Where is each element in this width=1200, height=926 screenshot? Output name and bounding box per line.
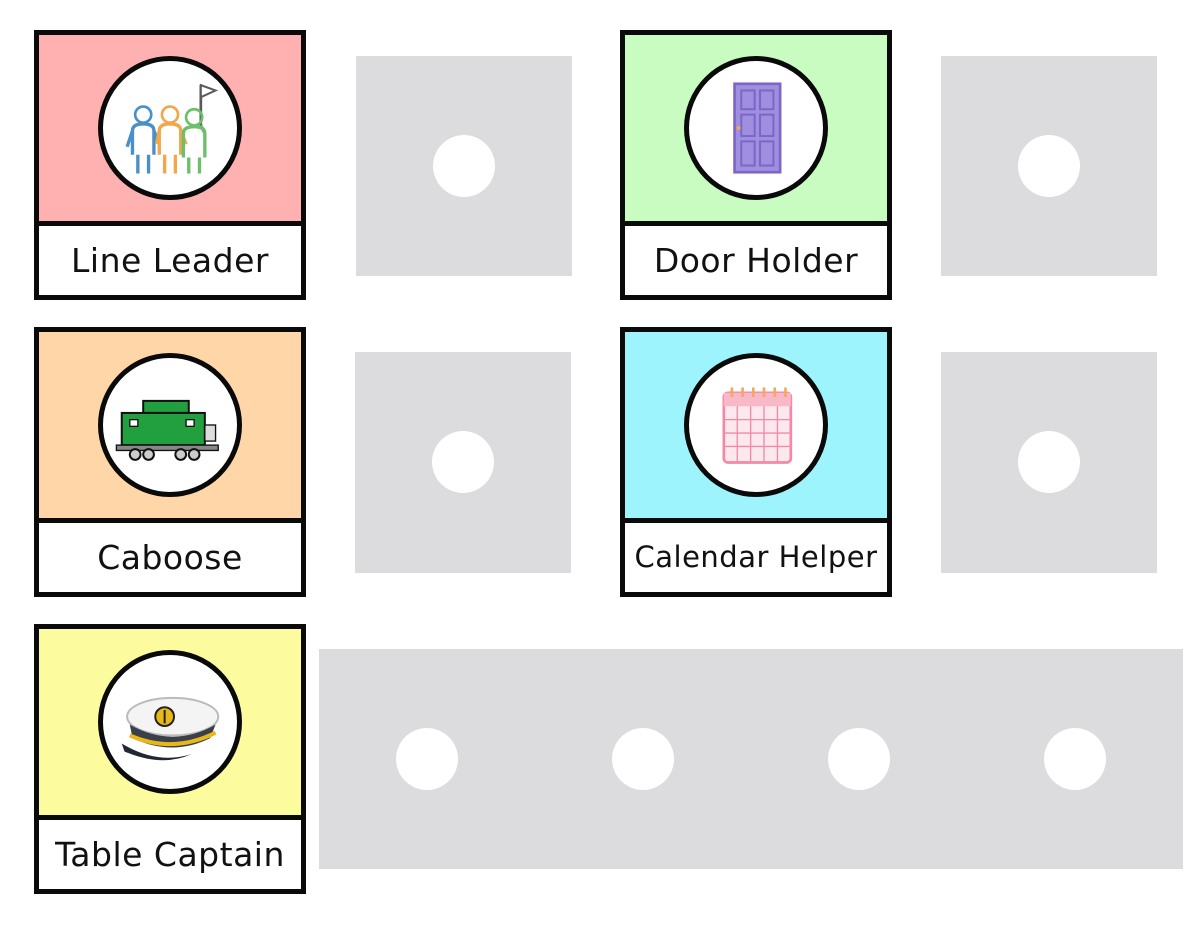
name-slot[interactable] [941,56,1157,276]
card-color-panel [39,35,301,226]
name-slot[interactable] [355,352,571,573]
slot-hole [433,135,495,197]
name-slot[interactable] [941,352,1157,573]
slot-hole [1018,431,1080,493]
job-label: Door Holder [653,240,859,280]
job-label: Caboose [97,537,243,577]
job-card-table-captain: Table Captain [34,624,306,894]
door-icon [684,56,828,200]
slot-hole [432,431,494,493]
card-color-panel [625,35,887,226]
card-color-panel [625,332,887,523]
slot-hole [612,728,674,790]
people-with-flag-icon [98,56,242,200]
job-label: Table Captain [55,834,285,874]
job-card-calendar-helper: Calendar Helper [620,327,892,597]
name-slot-wide[interactable] [319,649,1183,869]
job-card-door-holder: Door Holder [620,30,892,300]
card-color-panel [39,332,301,523]
slot-hole [1044,728,1106,790]
train-caboose-icon [98,353,242,497]
job-card-line-leader: Line Leader [34,30,306,300]
job-card-caboose: Caboose [34,327,306,597]
name-slot[interactable] [356,56,572,276]
job-label: Calendar Helper [634,540,878,574]
slot-hole [396,728,458,790]
slot-hole [1018,135,1080,197]
calendar-icon [684,353,828,497]
job-label: Line Leader [71,240,269,280]
slot-hole [828,728,890,790]
captain-hat-icon [98,650,242,794]
card-color-panel [39,629,301,820]
